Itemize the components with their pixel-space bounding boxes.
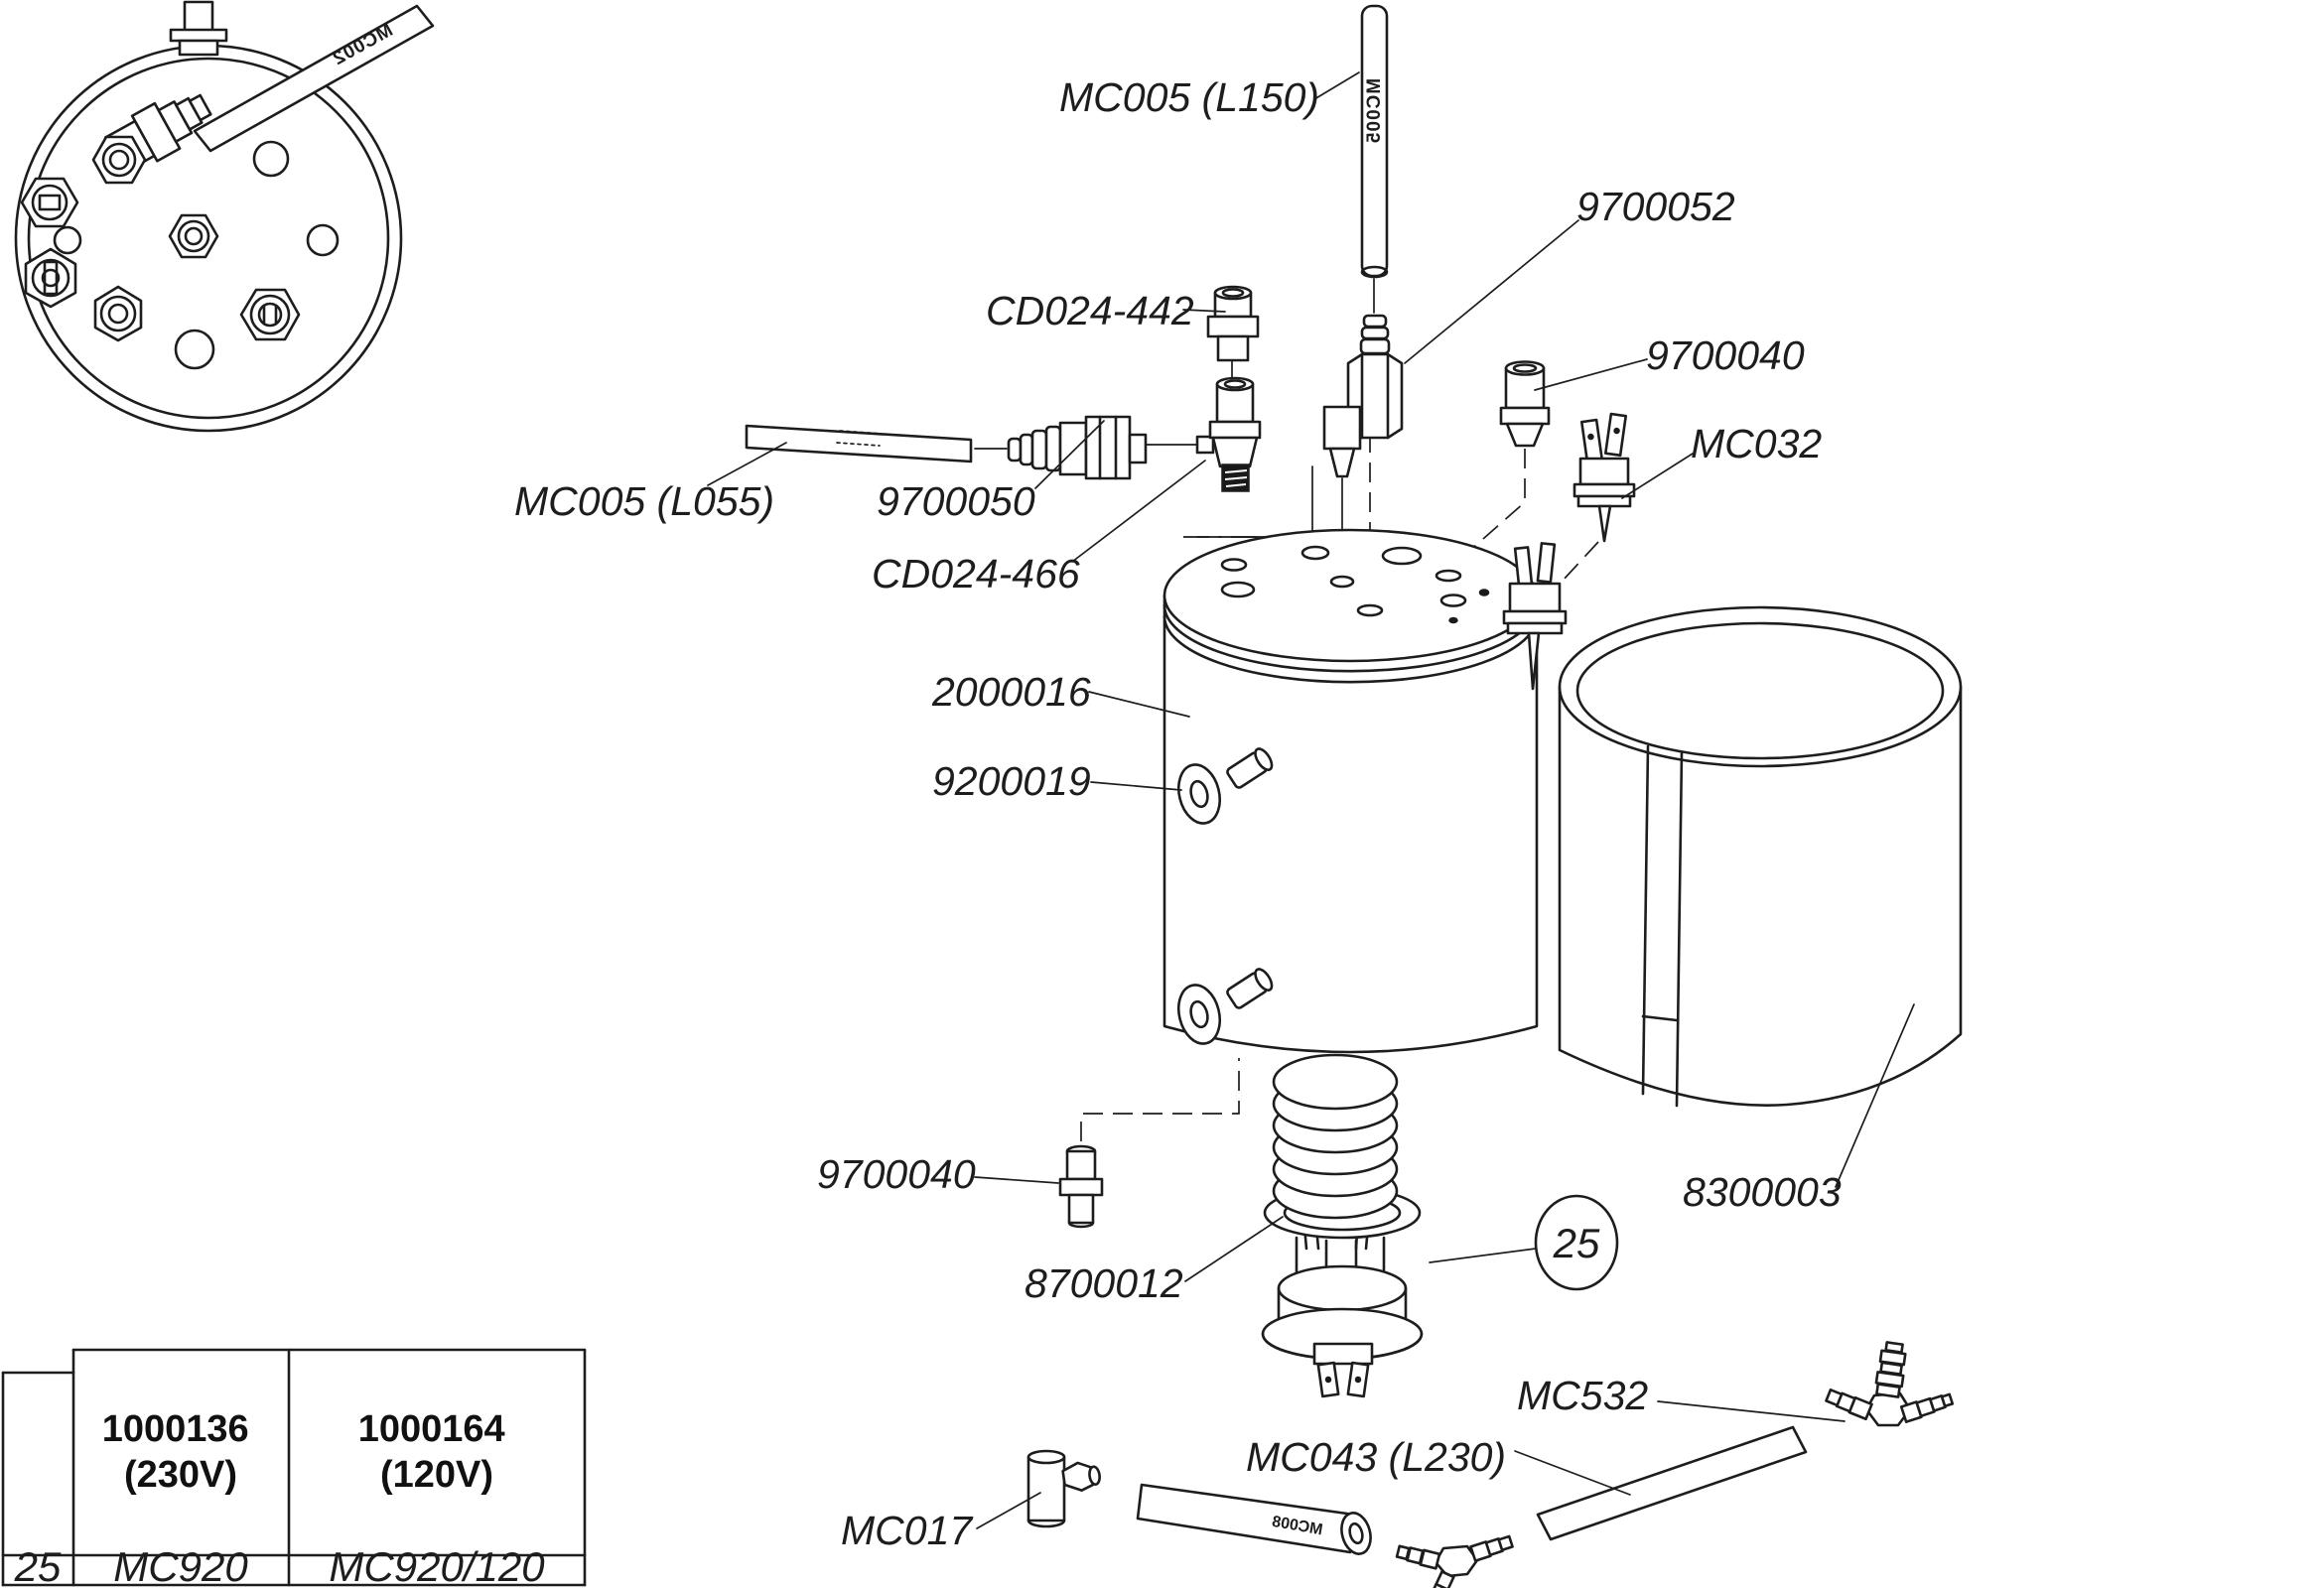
part-9700050-fitting [1007,415,1148,480]
lid-stub-fitting [169,0,228,57]
table-header-120v: 1000164 (120V) [358,1408,516,1496]
item-balloon-25: 25 [1534,1194,1619,1291]
part-cd024-466-elbow [1195,376,1262,492]
lid-top-view: MC002 [14,0,435,433]
callout-mc017: MC017 [841,1508,974,1553]
callout-mc032: MC032 [1691,421,1822,466]
callout-9700040-top: 9700040 [1646,332,1805,378]
lid-hole-bottom [174,329,215,370]
element-flange-stack [1261,1053,1424,1398]
parts-table: 1000136 (230V) 1000164 (120V) 25 MC920 M… [1,1348,587,1588]
part-y-connector-bottom [1395,1534,1514,1588]
lid-small-hole [53,225,82,255]
callout-9700040-bottom: 9700040 [817,1151,976,1197]
callout-mc005-l150: MC005 (L150) [1059,74,1319,120]
part-hose-mc008: MC008 [1136,1483,1372,1555]
part-mc043-tube [1536,1425,1808,1541]
lid-hex-bottom-left [93,285,143,342]
part-mc032-thermostat [1572,412,1636,543]
lid-hex-plug-left-lower [24,247,77,309]
callout-mc532: MC532 [1517,1373,1648,1418]
leader-lines [707,71,1915,1529]
part-9700040-bottom [1058,1144,1104,1229]
callout-9700052: 9700052 [1576,184,1735,229]
callout-cd024-466: CD024-466 [872,551,1080,596]
callout-2000016: 2000016 [931,669,1091,715]
callout-cd024-442: CD024-442 [986,288,1194,333]
side-grommet-upper [1176,747,1274,825]
side-grommet-lower [1176,968,1274,1045]
part-mc005-l055-tube [745,424,973,463]
lid-hex-bottom-right [239,288,301,341]
part-mc005-l150-tube: MC005 [1360,4,1389,279]
part-thermostat-installed [1502,542,1568,691]
table-part-230v: MC920 [113,1543,248,1588]
callout-9200019: 9200019 [932,758,1091,804]
lid-hex-nut-a [91,135,147,185]
flange-body [1261,1236,1424,1398]
table-item-no: 25 [14,1543,62,1588]
lid-hex-plug-left-upper [20,177,79,228]
callout-labels: MC005 (L150) 9700052 CD024-442 9700040 M… [514,74,1842,1553]
callout-mc043-l230: MC043 (L230) [1246,1434,1506,1480]
callout-8300003: 8300003 [1683,1169,1842,1215]
part-9700040-top [1499,360,1551,448]
riser-tube-marking: MC005 [1364,78,1385,144]
balloon-number: 25 [1553,1220,1600,1266]
part-9700052-fitting [1322,314,1404,478]
callout-mc005-l055: MC005 (L055) [514,478,774,524]
insulation-jacket-8300003 [1558,605,1963,1108]
part-mc532-y-connector [1825,1341,1955,1427]
table-part-120v: MC920/120 [329,1543,545,1588]
heating-element-coil [1272,1053,1399,1220]
tank-2000016 [1162,528,1539,1054]
part-mc017-elbow [1026,1449,1101,1528]
lid-hole-upper-right [252,140,290,178]
callout-9700050: 9700050 [877,478,1035,524]
callout-8700012: 8700012 [1025,1260,1183,1306]
table-header-230v: 1000136 (230V) [102,1408,260,1496]
lid-hex-center [168,213,219,259]
lid-hole-right [306,223,340,257]
part-cd024-442-fitting [1206,285,1260,362]
